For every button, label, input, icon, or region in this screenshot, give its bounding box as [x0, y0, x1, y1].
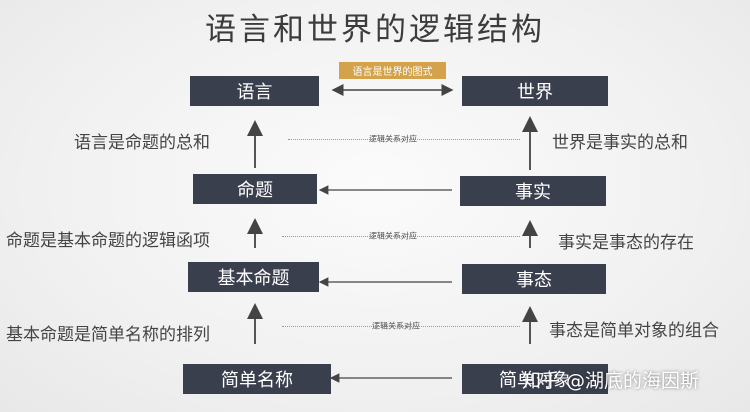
box-state-of-affairs: 事态 [462, 264, 606, 294]
relation-label-3: 逻辑关系对应 [372, 321, 420, 331]
label-proposition-truth-function: 命题是基本命题的逻辑函项 [6, 231, 210, 251]
box-world: 世界 [462, 76, 608, 106]
box-simple-name: 简单名称 [183, 364, 331, 394]
relation-label-2: 逻辑关系对应 [369, 231, 417, 241]
relation-line-2 [282, 236, 520, 237]
relation-line-1 [288, 139, 520, 140]
zhihu-watermark: 知乎 @湖底的海因斯 [522, 370, 700, 392]
relation-line-3 [282, 326, 520, 327]
box-proposition: 命题 [193, 174, 317, 204]
box-simple-object: 简单对象 [462, 364, 608, 394]
box-fact: 事实 [460, 176, 606, 206]
diagram-title: 语言和世界的逻辑结构 [205, 12, 545, 48]
label-language-is-totality: 语言是命题的总和 [74, 133, 210, 153]
language-world-badge: 语言是世界的图式 [339, 62, 446, 79]
label-elementary-arrangement: 基本命题是简单名称的排列 [6, 325, 210, 345]
relation-label-1: 逻辑关系对应 [369, 134, 417, 144]
box-language: 语言 [190, 76, 319, 106]
label-world-is-totality: 世界是事实的总和 [552, 133, 688, 153]
label-state-is-combination: 事态是简单对象的组合 [549, 321, 719, 341]
label-fact-is-existence: 事实是事态的存在 [558, 233, 694, 253]
box-elementary-proposition: 基本命题 [188, 262, 319, 292]
